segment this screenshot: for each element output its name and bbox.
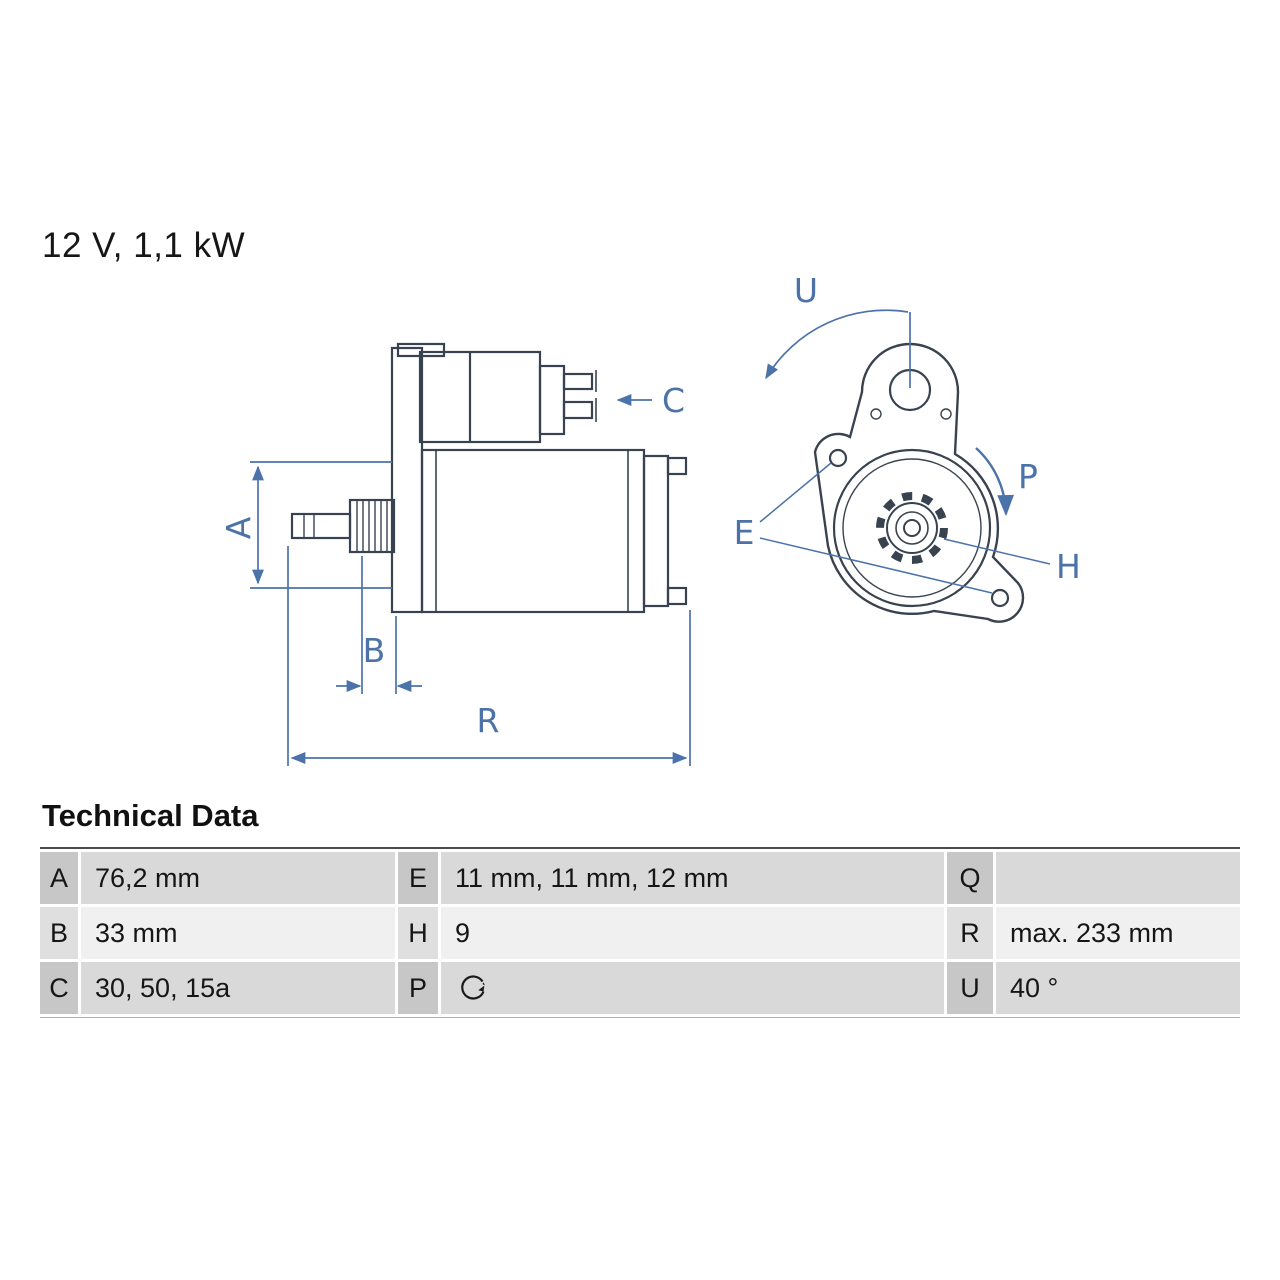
dimension-label-u: U: [794, 271, 818, 310]
cell-a-key: A: [40, 852, 78, 904]
rotation-direction-icon: [461, 975, 485, 1000]
cell-u-value: 40 °: [996, 962, 1240, 1014]
dimension-label-e: E: [734, 513, 755, 552]
technical-data-table: A 76,2 mm E 11 mm, 11 mm, 12 mm Q B 33 m…: [40, 847, 1240, 1018]
cell-b-value: 33 mm: [81, 907, 395, 959]
cell-u-key: U: [947, 962, 993, 1014]
power-rating: 12 V, 1,1 kW: [42, 226, 246, 265]
mount-tab-bottom: [666, 586, 688, 606]
dimension-lines: [250, 309, 1051, 766]
dimension-labels: A B C R U P E H: [219, 271, 1081, 740]
terminal-stud-bottom: [562, 400, 594, 420]
shaft: [290, 512, 352, 540]
housing-circle: [832, 448, 992, 608]
cell-h-value: 9: [441, 907, 944, 959]
side-view-drawing: [290, 342, 688, 614]
dimension-label-b: B: [363, 631, 386, 670]
cell-e-key: E: [398, 852, 438, 904]
table-row: C 30, 50, 15a P U 40 °: [40, 962, 1240, 1014]
cell-e-value: 11 mm, 11 mm, 12 mm: [441, 852, 944, 904]
flange-hole-right: [990, 588, 1010, 608]
technical-drawing: A B C R U P E H: [219, 271, 1081, 766]
table-row: B 33 mm H 9 R max. 233 mm: [40, 907, 1240, 959]
table-row: A 76,2 mm E 11 mm, 11 mm, 12 mm Q: [40, 852, 1240, 904]
cell-b-key: B: [40, 907, 78, 959]
dimension-label-a: A: [219, 516, 258, 539]
solenoid-body: [418, 350, 542, 444]
cell-q-value: [996, 852, 1240, 904]
dimension-label-h: H: [1056, 547, 1081, 586]
terminal-block: [538, 364, 566, 436]
dimension-label-p: P: [1018, 457, 1038, 496]
cell-p-key: P: [398, 962, 438, 1014]
dimension-label-c: C: [662, 381, 685, 420]
motor-body: [420, 448, 646, 614]
terminal-stud-top: [562, 372, 594, 391]
pinion-teeth: [876, 492, 948, 564]
technical-data-title: Technical Data: [42, 798, 259, 833]
cell-r-value: max. 233 mm: [996, 907, 1240, 959]
front-view-drawing: [813, 342, 1025, 623]
cell-a-value: 76,2 mm: [81, 852, 395, 904]
cell-p-value: [441, 962, 944, 1014]
dimension-label-r: R: [477, 701, 500, 740]
cell-c-value: 30, 50, 15a: [81, 962, 395, 1014]
cell-c-key: C: [40, 962, 78, 1014]
cell-q-key: Q: [947, 852, 993, 904]
end-cap: [642, 454, 670, 608]
cell-h-key: H: [398, 907, 438, 959]
flange-outline: [813, 342, 1025, 623]
flange-hole-left: [828, 448, 848, 468]
technical-data-section: Technical Data A 76,2 mm E 11 mm, 11 mm,…: [40, 798, 1240, 1018]
mount-tab-top: [666, 456, 688, 476]
pinion-gear: [348, 498, 396, 554]
drive-end-bracket: [390, 346, 424, 614]
cell-r-key: R: [947, 907, 993, 959]
